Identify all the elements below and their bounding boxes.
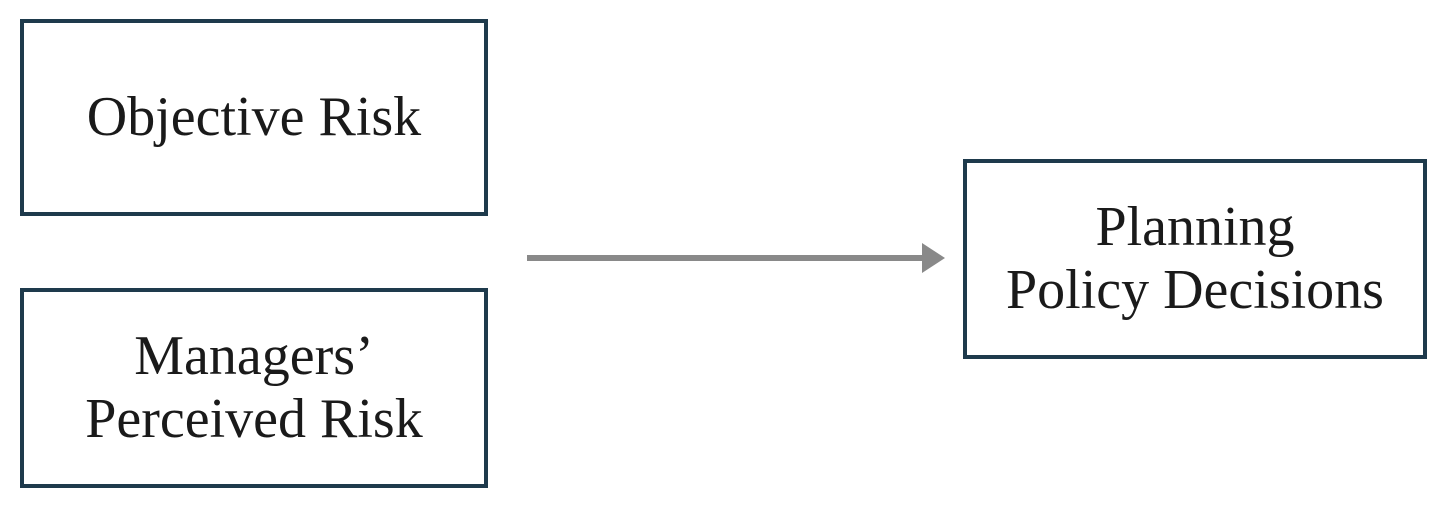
- box-label-managers-line-2: Perceived Risk: [85, 388, 423, 450]
- box-objective-risk: Objective Risk: [20, 19, 488, 216]
- box-managers-perceived-risk: Managers’ Perceived Risk: [20, 288, 488, 488]
- box-label-managers-line-1: Managers’: [134, 325, 374, 388]
- box-label-planning-line-2: Policy Decisions: [1006, 259, 1384, 321]
- box-label-planning-line-1: Planning: [1095, 196, 1295, 259]
- box-label-objective-risk: Objective Risk: [86, 86, 422, 149]
- box-planning-policy-decisions: Planning Policy Decisions: [963, 159, 1427, 359]
- right-arrow: [527, 243, 945, 273]
- arrow-head-icon: [922, 243, 945, 273]
